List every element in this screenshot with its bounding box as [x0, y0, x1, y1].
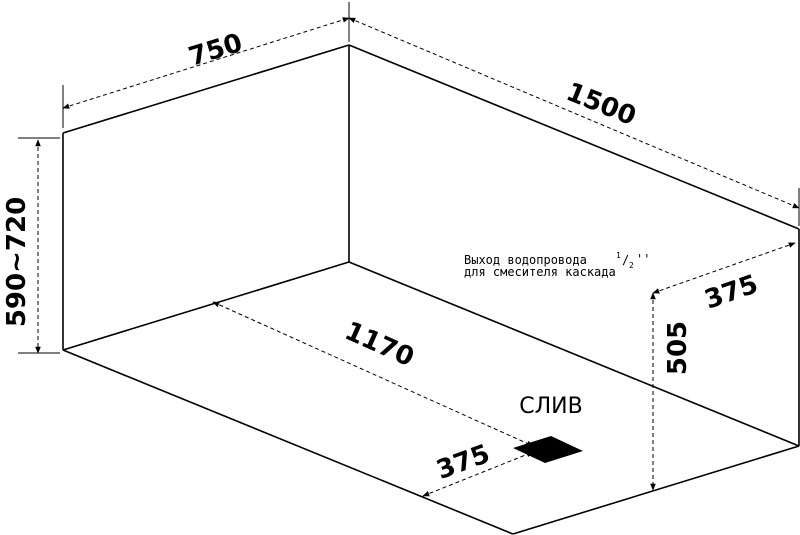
drain-label: СЛИВ	[519, 394, 582, 419]
drain-icon	[513, 436, 583, 463]
dim-505-label: 505	[663, 321, 693, 375]
dim-height-label: 590~720	[2, 197, 32, 327]
extension-lines	[18, 2, 800, 354]
outlet-note-line2: для смесителя каскада	[464, 265, 616, 279]
dim-line-drain-375	[422, 451, 534, 497]
outlet-fraction-sep: /	[622, 253, 629, 267]
outlet-fraction-den: 2	[629, 261, 634, 270]
dimension-lines	[35, 17, 800, 497]
dim-750-label: 750	[185, 28, 246, 73]
dim-line-1500	[348, 17, 800, 209]
outlet-note-line1: Выход водопровода	[464, 253, 587, 267]
dim-1500-label: 1500	[562, 77, 640, 132]
dim-outlet-375-label: 375	[701, 269, 762, 315]
dim-drain-375-label: 375	[433, 439, 494, 486]
outlet-fraction-num: 1	[616, 251, 621, 260]
outlet-note: Выход водопровода 1 / 2 '' для смесителя…	[464, 251, 650, 279]
dim-line-1170	[212, 301, 534, 447]
dim-line-750	[62, 17, 350, 109]
box-outline	[62, 44, 800, 535]
outlet-fraction-mark: ''	[636, 252, 650, 266]
dim-1170-label: 1170	[340, 316, 418, 373]
